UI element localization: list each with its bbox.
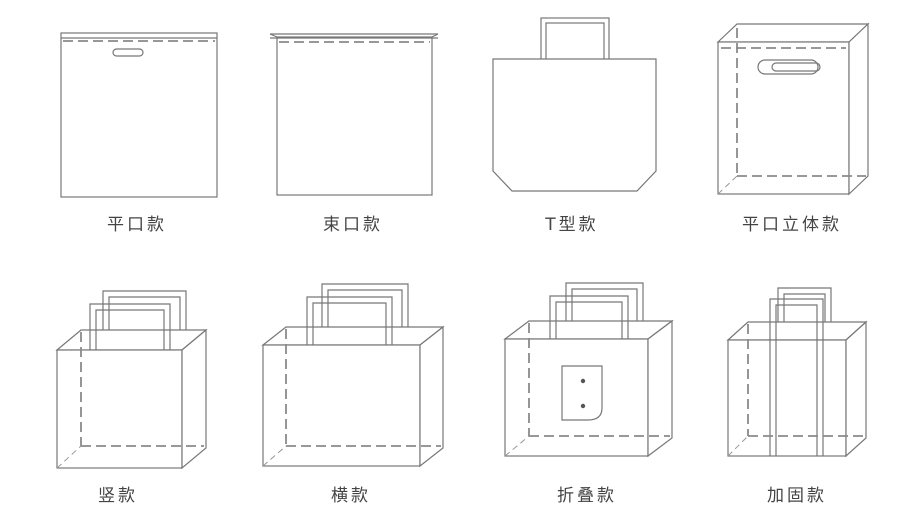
flat-mouth-bag-drawing (60, 32, 218, 198)
reinforced-bag-drawing (726, 287, 868, 458)
foldable-bag-drawing (503, 282, 674, 458)
label-foldable: 折叠款 (557, 486, 617, 506)
label-flat-mouth-3d: 平口立体款 (742, 215, 842, 235)
label-t-shape: T型款 (545, 215, 599, 235)
vertical-bag-drawing (55, 290, 208, 470)
flat-mouth-3d-bag-drawing (716, 22, 870, 196)
drawstring-bag-drawing (269, 33, 439, 196)
label-drawstring: 束口款 (323, 215, 383, 235)
horizontal-bag-drawing (261, 283, 445, 468)
label-reinforced: 加固款 (767, 486, 827, 506)
label-vertical: 竖款 (98, 486, 138, 506)
label-flat-mouth: 平口款 (107, 215, 167, 235)
label-horizontal: 横款 (331, 486, 371, 506)
t-shape-bag-drawing (492, 17, 657, 192)
